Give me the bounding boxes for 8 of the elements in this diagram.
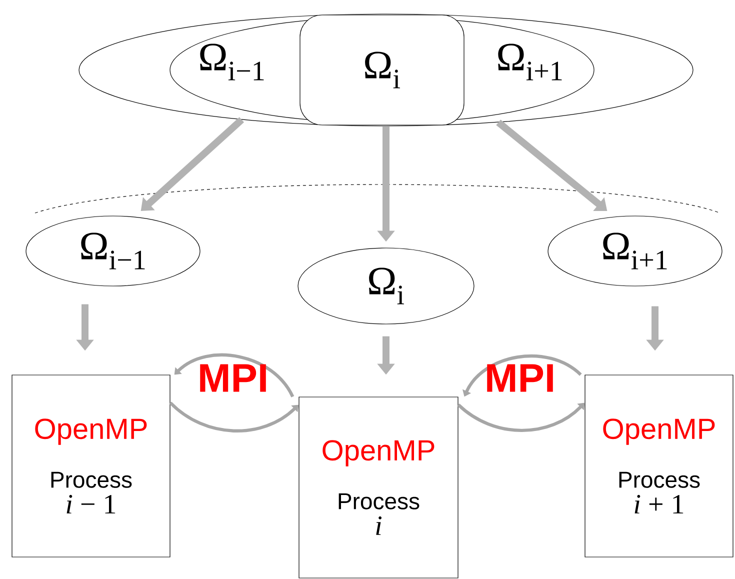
protocol-label: MPI (200, 364, 266, 392)
block-arrow (174, 353, 294, 398)
process-box: OpenMP Process i + 1 (584, 374, 734, 558)
protocol-label: MPI (487, 364, 553, 392)
block-arrow (169, 402, 299, 432)
process-box: OpenMP Process i − 1 (12, 374, 170, 558)
block-arrow (457, 402, 585, 432)
process-box: OpenMP Process i (298, 396, 458, 578)
